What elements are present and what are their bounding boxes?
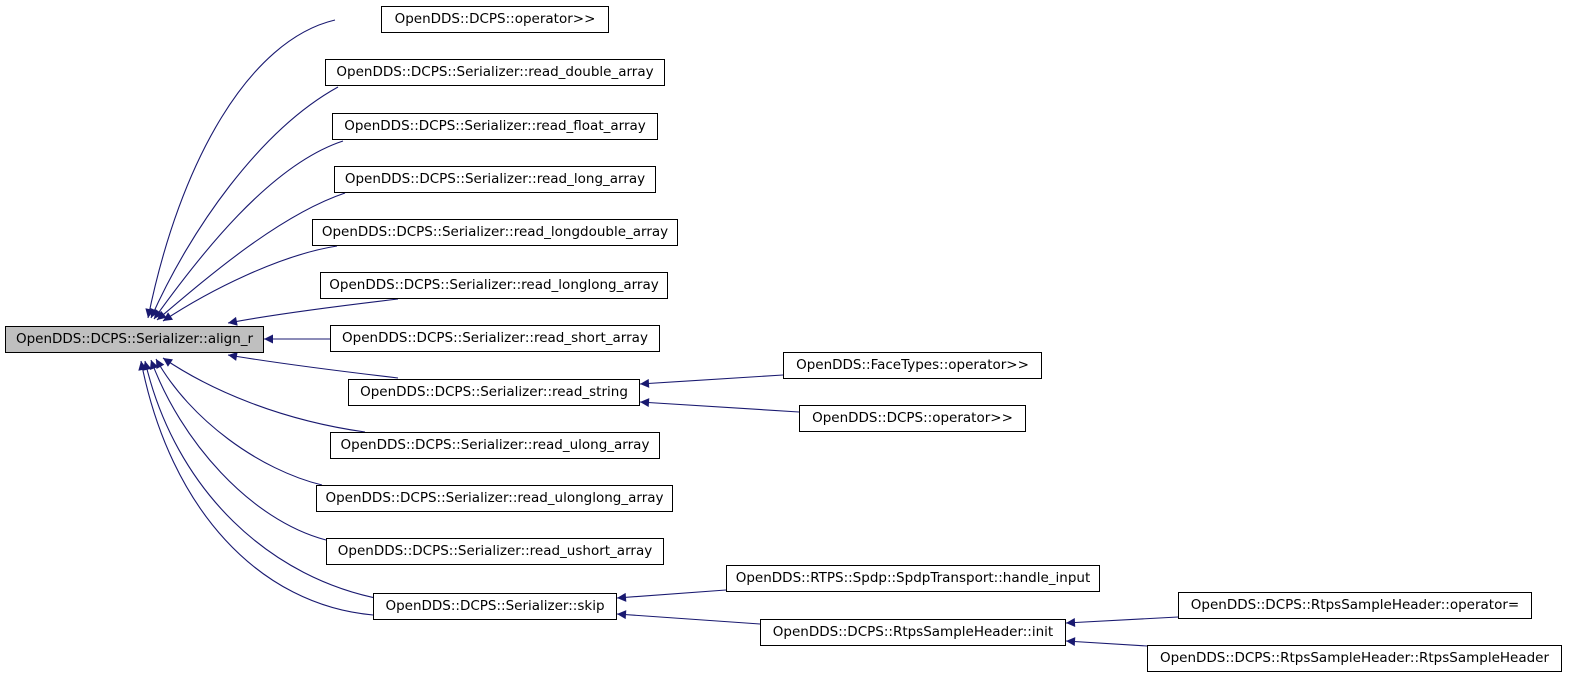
edge-handle-input-to-skip [616, 589, 727, 602]
edge-read-longlong-to-align-r [227, 298, 399, 326]
edge-operator-to-align-r [145, 19, 336, 319]
node-rtps-sample-header-init[interactable]: OpenDDS::DCPS::RtpsSampleHeader::init [760, 619, 1066, 646]
node-read-short-array[interactable]: OpenDDS::DCPS::Serializer::read_short_ar… [330, 325, 660, 352]
edge-read-float-to-align-r [153, 140, 344, 320]
node-read-longlong-array[interactable]: OpenDDS::DCPS::Serializer::read_longlong… [320, 272, 668, 299]
edge-operator-assign-to-init [1065, 616, 1179, 628]
node-read-long-array[interactable]: OpenDDS::DCPS::Serializer::read_long_arr… [334, 166, 656, 193]
node-read-ushort-array[interactable]: OpenDDS::DCPS::Serializer::read_ushort_a… [326, 538, 664, 565]
edge-read-longdouble-to-align-r [162, 245, 338, 322]
edge-read-double-to-align-r [150, 86, 339, 319]
node-read-longdouble-array[interactable]: OpenDDS::DCPS::Serializer::read_longdoub… [312, 219, 678, 246]
node-skip[interactable]: OpenDDS::DCPS::Serializer::skip [373, 593, 617, 620]
edge-read-ushort-to-align-r [149, 359, 327, 541]
edge-dcps-op-to-read-string [639, 398, 800, 413]
node-spdp-transport-handle-input[interactable]: OpenDDS::RTPS::Spdp::SpdpTransport::hand… [726, 565, 1100, 592]
edge-read-ulong-to-align-r [162, 357, 366, 433]
edge-read-long-to-align-r [156, 192, 346, 321]
edge-read-ulonglong-to-align-r [155, 358, 323, 486]
node-dcps-operator-shift-right-2[interactable]: OpenDDS::DCPS::operator>> [799, 405, 1026, 432]
node-read-ulonglong-array[interactable]: OpenDDS::DCPS::Serializer::read_ulonglon… [316, 485, 673, 512]
node-rtps-sample-header-operator-assign[interactable]: OpenDDS::DCPS::RtpsSampleHeader::operato… [1178, 592, 1532, 619]
node-operator-shift-right-dcps[interactable]: OpenDDS::DCPS::operator>> [381, 6, 609, 33]
node-read-float-array[interactable]: OpenDDS::DCPS::Serializer::read_float_ar… [332, 113, 658, 140]
edge-skip-to-align-r-1 [142, 360, 387, 601]
edge-facetypes-to-read-string [639, 374, 784, 388]
node-read-ulong-array[interactable]: OpenDDS::DCPS::Serializer::read_ulong_ar… [330, 432, 660, 459]
node-align-r: OpenDDS::DCPS::Serializer::align_r [5, 326, 264, 353]
edge-ctor-to-init [1065, 637, 1148, 647]
edge-skip-to-align-r-2 [138, 360, 374, 616]
edge-init-to-skip [616, 610, 761, 625]
edges-group [138, 19, 1179, 647]
edge-read-string-to-align-r [227, 352, 399, 379]
node-read-double-array[interactable]: OpenDDS::DCPS::Serializer::read_double_a… [325, 59, 665, 86]
node-facetypes-operator-shift-right[interactable]: OpenDDS::FaceTypes::operator>> [783, 352, 1042, 379]
node-rtps-sample-header-ctor[interactable]: OpenDDS::DCPS::RtpsSampleHeader::RtpsSam… [1147, 645, 1562, 672]
node-read-string[interactable]: OpenDDS::DCPS::Serializer::read_string [348, 379, 640, 406]
